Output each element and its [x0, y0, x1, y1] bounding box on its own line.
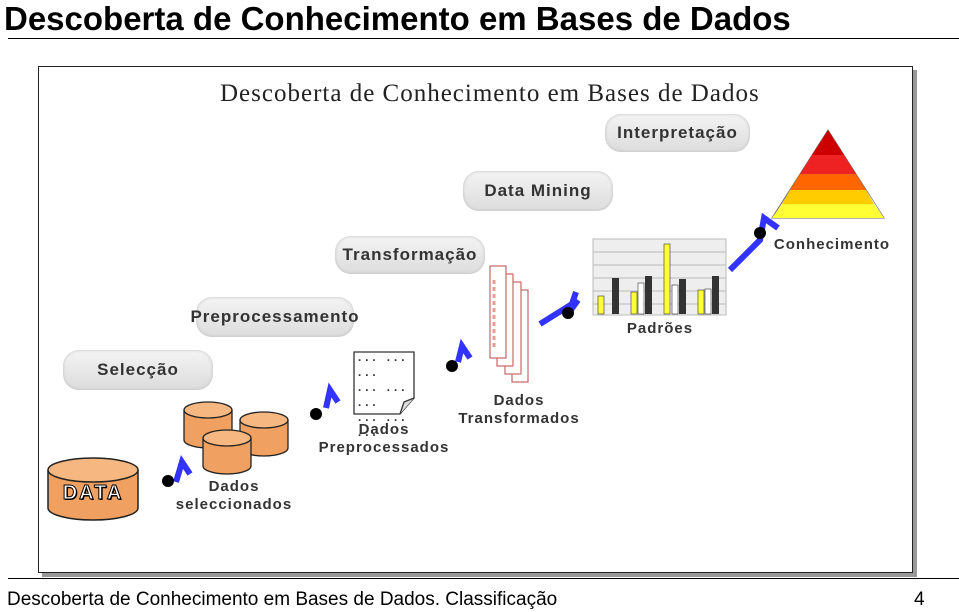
- transformed-data-label: Dados Transformados: [456, 392, 582, 428]
- preprocessed-data-label-line2: Preprocessados: [318, 439, 450, 456]
- selected-data-cylinder-front: [202, 429, 252, 475]
- transformed-data-label-line2: Transformados: [458, 410, 580, 427]
- stage-data-mining-label: Data Mining: [484, 181, 592, 200]
- data-label: DATA: [62, 482, 124, 505]
- stage-interpretation-label: Interpretação: [617, 123, 738, 142]
- document-line: ... ... ...: [356, 411, 407, 440]
- preprocessed-document: [353, 351, 415, 415]
- selected-data-cylinder-right: [239, 411, 289, 457]
- patterns-chart: [592, 238, 727, 316]
- selected-data-label-line2: seleccionados: [175, 496, 293, 513]
- stage-data-mining: Data Mining: [463, 171, 613, 211]
- title-rule: [8, 38, 959, 39]
- data-cylinder: [47, 457, 139, 521]
- diagram-frame: [38, 66, 913, 573]
- preprocessed-data-label-line1: Dados: [358, 421, 410, 438]
- diagram-title: Descoberta de Conhecimento em Bases de D…: [220, 80, 760, 107]
- transformed-pages: [489, 265, 529, 383]
- knowledge-label: Conhecimento: [773, 236, 891, 253]
- document-line: ... ... ...: [356, 381, 407, 410]
- arrow-transformation-to-mining: [538, 291, 581, 327]
- patterns-label: Padrões: [626, 320, 694, 337]
- preprocessed-data-label: Dados Preprocessados: [316, 421, 452, 457]
- selected-data-label-line1: Dados: [208, 478, 260, 495]
- transformed-data-label-line1: Dados: [493, 392, 545, 409]
- page-number: 4: [914, 589, 925, 610]
- document-lines: ... ... ... ... ... ... ... ... ...: [356, 351, 414, 441]
- stage-preprocessing: Preprocessamento: [190, 297, 359, 337]
- document-line: ... ... ...: [356, 351, 407, 380]
- stage-preprocessing-label: Preprocessamento: [190, 307, 360, 326]
- footer-text: Descoberta de Conhecimento em Bases de D…: [7, 589, 558, 610]
- stage-transformation-label: Transformação: [342, 245, 478, 264]
- stage-transformation: Transformação: [335, 236, 485, 274]
- arrow-selection-to-preprocessing: [310, 382, 341, 420]
- stage-selection: Selecção: [63, 350, 213, 390]
- stage-selection-label: Selecção: [97, 360, 179, 379]
- selected-data-label: Dados seleccionados: [166, 478, 302, 514]
- knowledge-pyramid: [771, 129, 885, 219]
- slide-title: Descoberta de Conhecimento em Bases de D…: [4, 0, 791, 37]
- stage-interpretation: Interpretação: [605, 114, 750, 152]
- arrow-data-to-selection: [162, 455, 193, 487]
- arrow-mining-to-interpretation: [727, 212, 780, 273]
- arrow-preprocessing-to-transformation: [446, 338, 473, 372]
- footer-rule: [8, 578, 959, 579]
